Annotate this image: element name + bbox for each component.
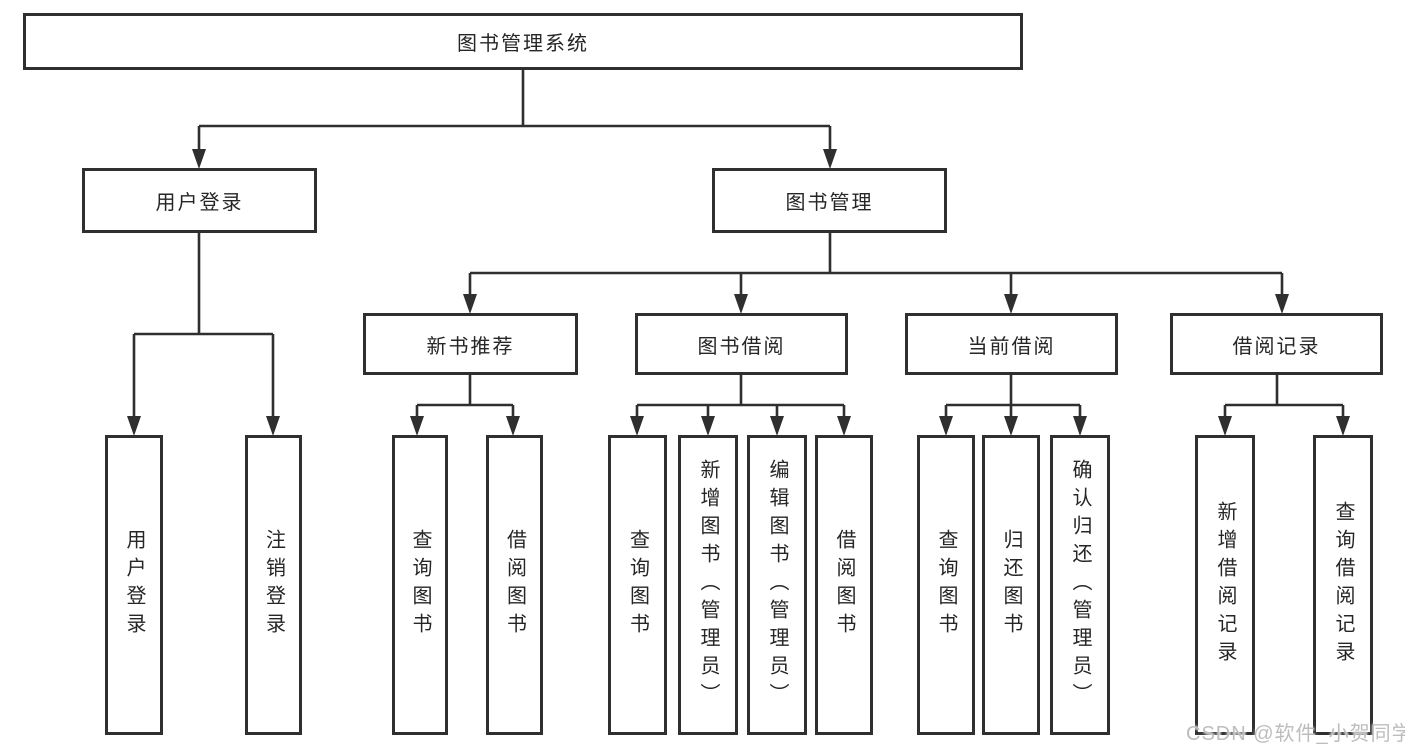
leaf-user-login-label: 用户登录 [123, 529, 145, 641]
leaf-borrowing-query-books: 查询图书 [608, 435, 667, 735]
node-borrowing-records: 借阅记录 [1170, 313, 1383, 375]
leaf-logout-label: 注销登录 [262, 529, 285, 641]
leaf-recommend-borrow-books-label: 借阅图书 [503, 529, 526, 641]
node-root-label: 图书管理系统 [457, 33, 589, 55]
node-user-login: 用户登录 [82, 168, 317, 233]
csdn-watermark: CSDN @软件_小贺同学 [1186, 723, 1405, 745]
leaf-current-query-books-label: 查询图书 [935, 529, 957, 641]
leaf-borrowing-edit-books-label: 编辑图书（管理员） [766, 459, 788, 711]
leaf-borrowing-borrow-books: 借阅图书 [815, 435, 873, 735]
leaf-current-confirm-return-label: 确认归还（管理员） [1069, 459, 1091, 711]
node-current-borrowing-label: 当前借阅 [967, 335, 1056, 358]
leaf-borrowing-borrow-books-label: 借阅图书 [833, 529, 855, 641]
leaf-logout: 注销登录 [245, 435, 302, 735]
leaf-recommend-borrow-books: 借阅图书 [486, 435, 543, 735]
node-book-borrowing-label: 图书借阅 [697, 335, 786, 358]
node-root: 图书管理系统 [23, 13, 1023, 70]
node-new-book-recommendation: 新书推荐 [363, 313, 578, 375]
leaf-recommend-query-books: 查询图书 [392, 435, 448, 735]
leaf-borrowing-edit-books: 编辑图书（管理员） [747, 435, 807, 735]
node-book-management-label: 图书管理 [785, 192, 874, 214]
node-borrowing-records-label: 借阅记录 [1232, 335, 1321, 358]
leaf-records-query-record-label: 查询借阅记录 [1332, 501, 1354, 669]
node-book-borrowing: 图书借阅 [635, 313, 848, 375]
leaf-recommend-query-books-label: 查询图书 [409, 529, 431, 641]
leaf-records-query-record: 查询借阅记录 [1313, 435, 1373, 735]
leaf-user-login: 用户登录 [105, 435, 163, 735]
leaf-records-add-record: 新增借阅记录 [1195, 435, 1255, 735]
leaf-borrowing-query-books-label: 查询图书 [626, 529, 649, 641]
leaf-borrowing-add-books-label: 新增图书（管理员） [697, 459, 719, 711]
leaf-records-add-record-label: 新增借阅记录 [1214, 501, 1236, 669]
leaf-current-query-books: 查询图书 [917, 435, 975, 735]
leaf-current-return-books: 归还图书 [982, 435, 1040, 735]
leaf-current-confirm-return: 确认归还（管理员） [1050, 435, 1110, 735]
leaf-borrowing-add-books: 新增图书（管理员） [678, 435, 738, 735]
node-current-borrowing: 当前借阅 [905, 313, 1118, 375]
node-user-login-label: 用户登录 [155, 192, 244, 214]
leaf-current-return-books-label: 归还图书 [1000, 529, 1022, 641]
node-book-management: 图书管理 [712, 168, 947, 233]
node-new-book-recommendation-label: 新书推荐 [426, 335, 515, 358]
